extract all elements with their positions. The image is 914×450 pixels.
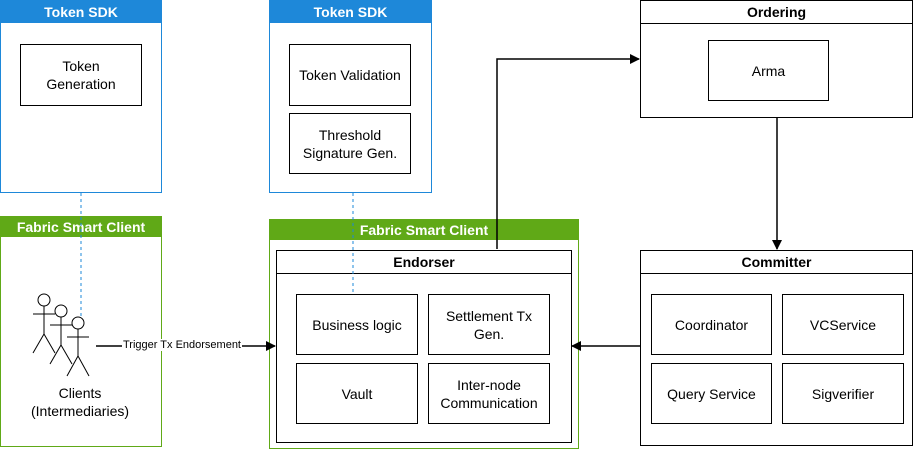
sigverifier-label: Sigverifier [811,385,875,402]
endorser-title: Endorser [277,251,571,274]
sigverifier-box: Sigverifier [782,363,904,424]
fsc-right-title: Fabric Smart Client [270,220,578,240]
fsc-right-container: Fabric Smart Client Endorser Business lo… [269,219,579,449]
coordinator-label: Coordinator [674,316,749,333]
committer-container: Committer Coordinator VCService Query Se… [640,250,913,446]
vcservice-label: VCService [809,316,877,333]
vcservice-box: VCService [782,294,904,355]
token-generation-box: Token Generation [20,44,142,106]
settlement-tx-label: Settlement Tx Gen. [445,307,533,342]
coordinator-box: Coordinator [651,294,772,355]
committer-title: Committer [641,251,912,274]
vault-box: Vault [296,363,418,424]
business-logic-label: Business logic [312,316,402,333]
inter-node-communication-box: Inter-node Communication [428,363,550,424]
token-sdk-right-title: Token SDK [270,1,431,23]
threshold-signature-label: Threshold Signature Gen. [302,126,398,161]
clients-actor-icon [32,293,90,377]
token-sdk-right-container: Token SDK Token Validation Threshold Sig… [269,0,432,193]
vault-label: Vault [341,385,373,402]
ordering-container: Ordering Arma [640,0,913,118]
actor-figure-1 [32,293,56,354]
token-sdk-left-container: Token SDK Token Generation [0,0,162,193]
query-service-label: Query Service [667,385,756,402]
fsc-left-title: Fabric Smart Client [1,217,161,237]
settlement-tx-box: Settlement Tx Gen. [428,294,550,355]
arma-box: Arma [708,40,829,101]
ordering-title: Ordering [641,1,912,24]
query-service-box: Query Service [651,363,772,424]
actor-figure-2 [49,304,73,365]
fsc-left-container: Fabric Smart Client [0,216,162,447]
token-sdk-left-title: Token SDK [1,1,161,23]
arma-label: Arma [751,62,786,79]
threshold-signature-box: Threshold Signature Gen. [289,113,411,174]
actor-figure-3 [66,316,90,377]
token-generation-label: Token Generation [46,58,116,92]
token-validation-label: Token Validation [299,67,401,83]
trigger-edge-label: Trigger Tx Endorsement [122,339,242,351]
business-logic-box: Business logic [296,294,418,355]
inter-node-communication-label: Inter-node Communication [440,376,538,411]
endorser-container: Endorser Business logic Settlement Tx Ge… [276,250,572,443]
endorser-to-ordering-arrow [496,54,640,249]
clients-label: Clients (Intermediaries) [30,385,130,419]
token-validation-box: Token Validation [289,44,411,106]
